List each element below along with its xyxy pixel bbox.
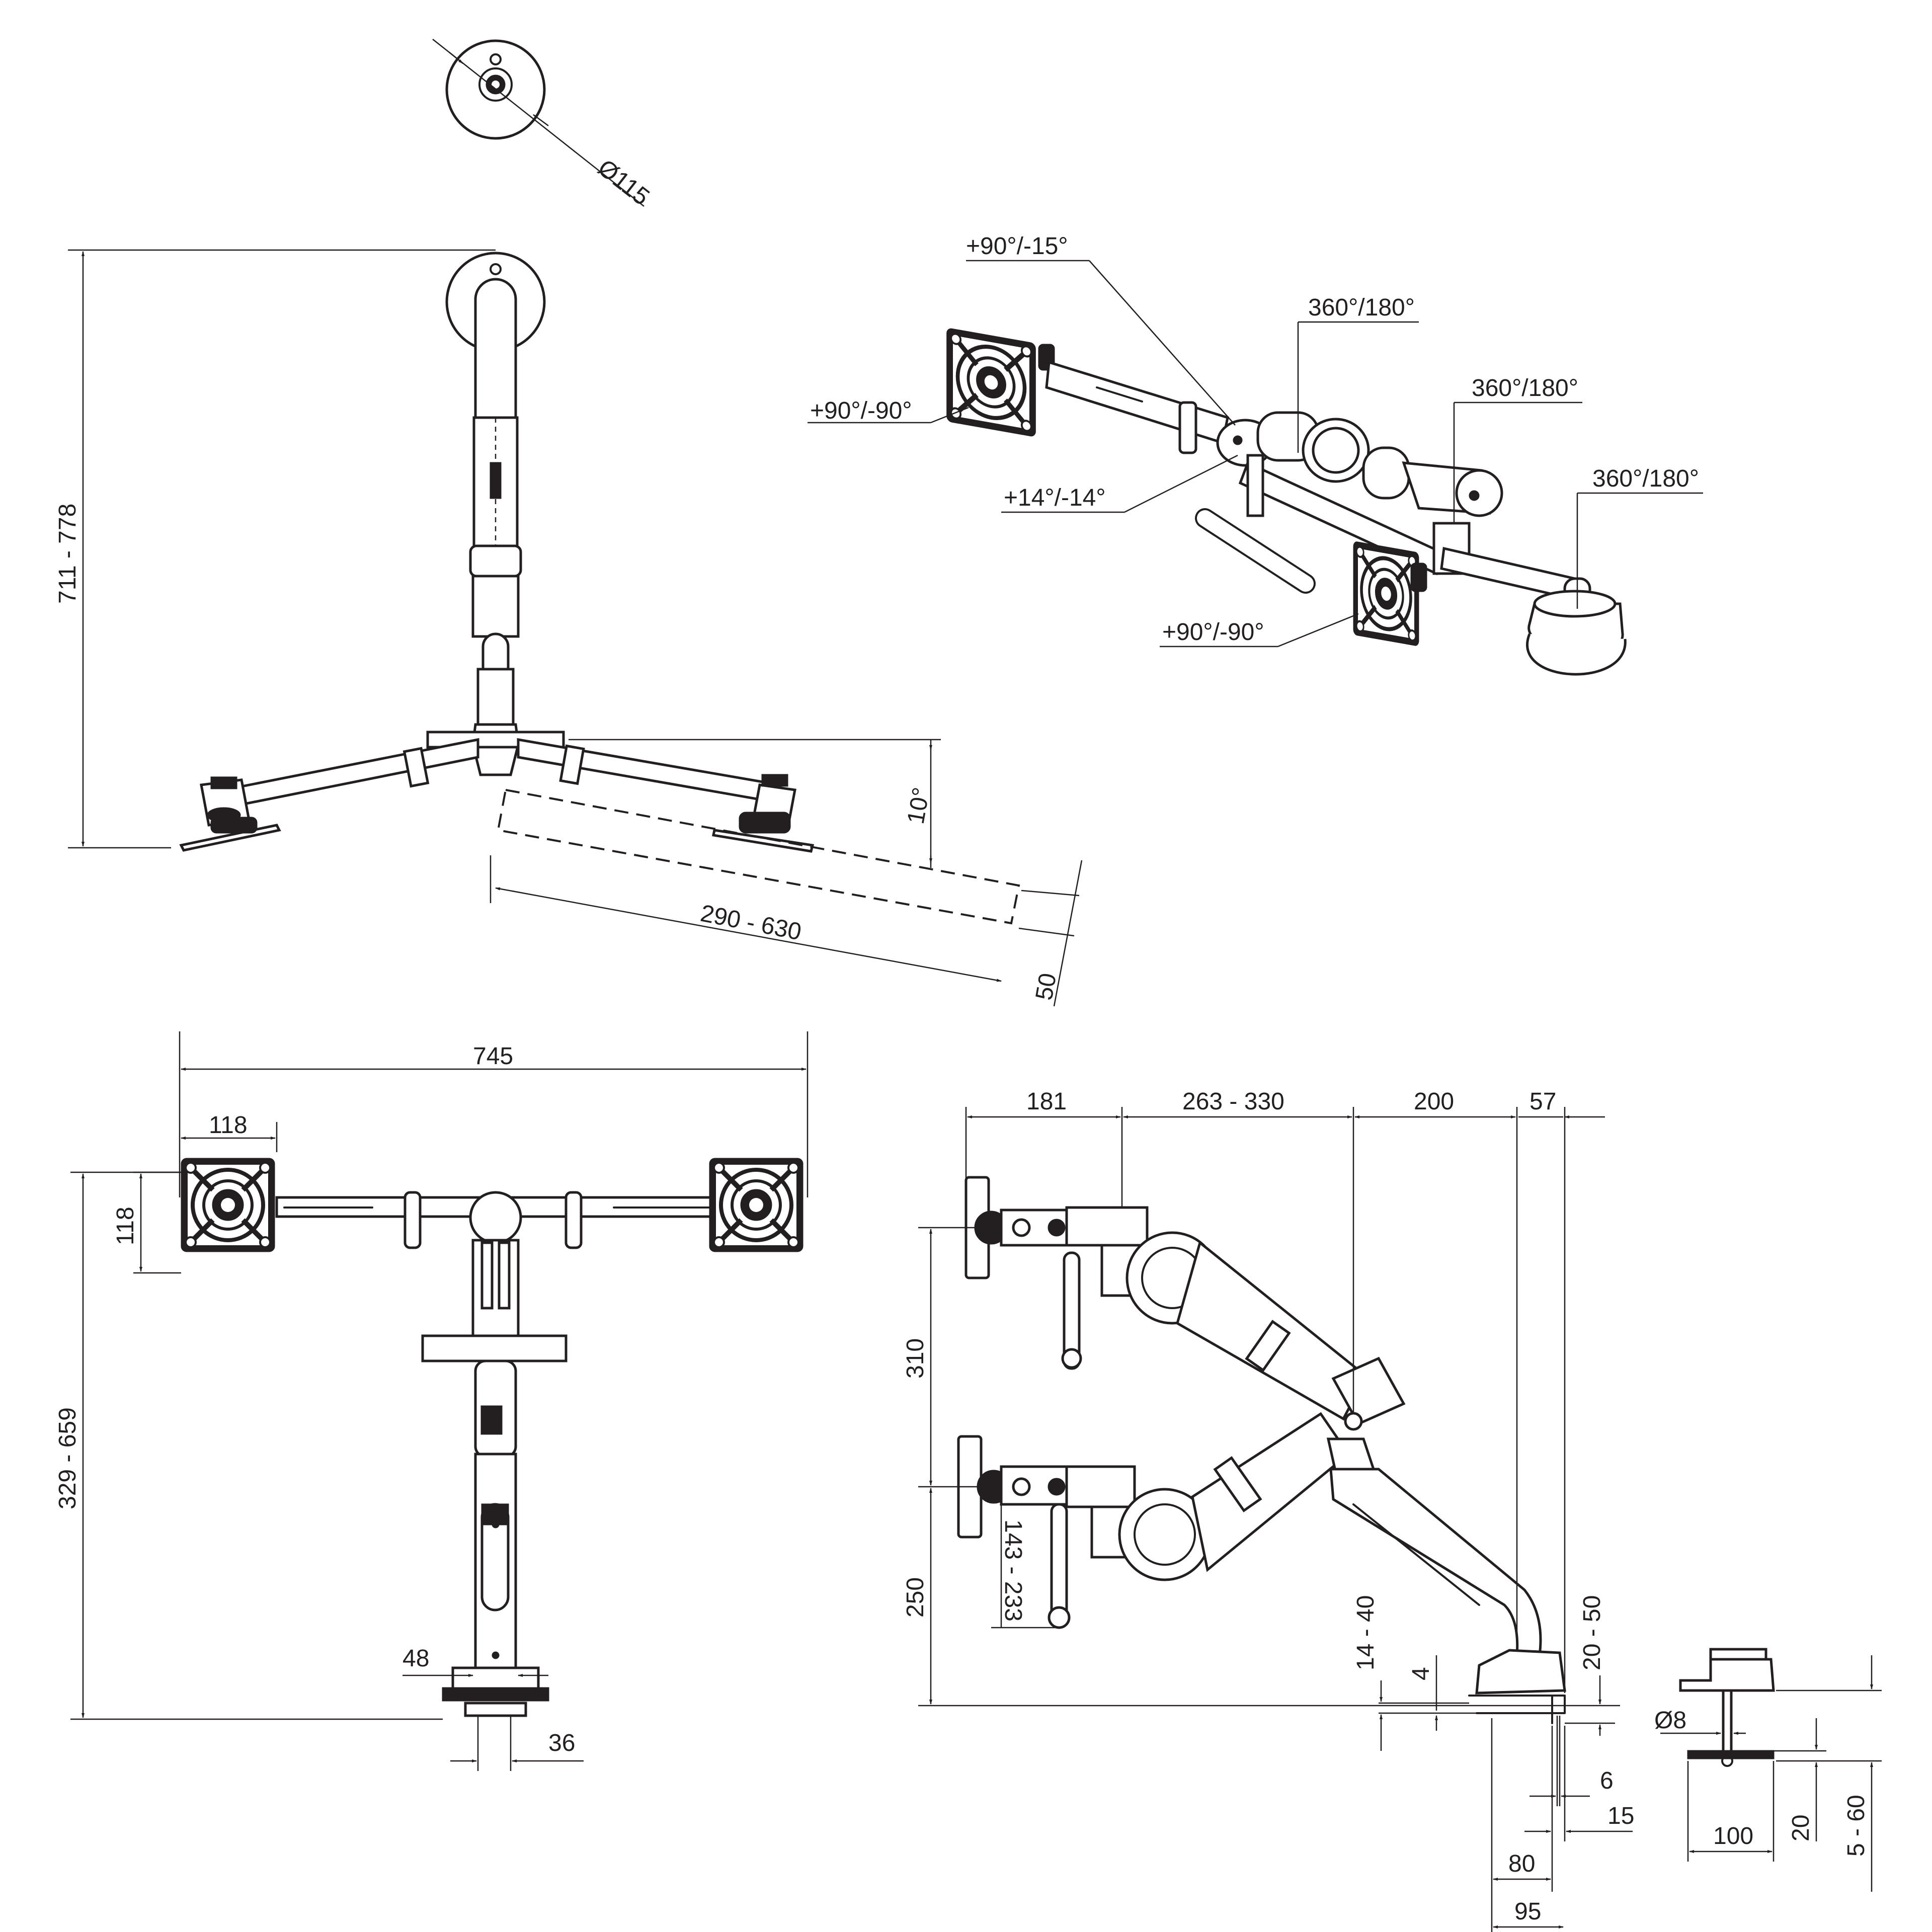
dim-clamp-4: 4 [1408, 1667, 1434, 1680]
side-hub-icon [1331, 1356, 1406, 1426]
dim-height-711-778: 711 - 778 [54, 504, 81, 604]
label-tilt-14-14: +14°/-14° [1004, 485, 1106, 511]
dim-bolt-5-60: 5 - 60 [1843, 1795, 1870, 1857]
dim-side-200: 200 [1414, 1088, 1454, 1115]
dim-pole-48: 48 [403, 1645, 429, 1672]
bolt-icon [1722, 1689, 1733, 1757]
plan-view: 745 118 118 329 - 659 48 36 [54, 1031, 809, 1771]
left-arm-icon [210, 738, 479, 812]
side-lower-arm-icon [1191, 1412, 1350, 1572]
dim-clamp-14-40: 14 - 40 [1352, 1595, 1379, 1670]
dim-height-329-659: 329 - 659 [54, 1407, 81, 1509]
dim-diameter-115: Ø115 [593, 154, 654, 211]
dim-width-745: 745 [473, 1043, 513, 1070]
right-vesa-plate-icon [710, 1159, 802, 1251]
iso-lower-vesa-icon [1354, 542, 1419, 646]
dim-clamp-20-50: 20 - 50 [1579, 1595, 1605, 1670]
dim-side-310: 310 [902, 1338, 929, 1379]
dim-clamp-15: 15 [1607, 1803, 1634, 1829]
dim-side-57: 57 [1530, 1088, 1556, 1115]
plan-hub-icon [469, 1191, 522, 1244]
dim-side-263-330: 263 - 330 [1182, 1088, 1284, 1115]
dim-side-250: 250 [902, 1577, 929, 1618]
label-rot-360-180-c: 360°/180° [1592, 465, 1699, 492]
iso-upper-vesa-icon [947, 329, 1035, 437]
dim-vesa-118-h: 118 [112, 1206, 139, 1245]
iso-upper-arm-icon [1045, 360, 1229, 445]
isometric-view: +90°/-15° 360°/180° 360°/180° 360°/180° … [808, 233, 1703, 676]
dim-vesa-118-w: 118 [209, 1112, 248, 1139]
bolt-clamp-icon [1679, 1658, 1775, 1692]
dim-side-143-233: 143 - 233 [1000, 1519, 1026, 1622]
label-swivel-90-90-a: +90°/-90° [810, 397, 912, 424]
side-clamp-icon [1475, 1649, 1566, 1695]
label-rot-360-180-a: 360°/180° [1308, 294, 1415, 321]
dim-side-181: 181 [1026, 1088, 1067, 1115]
front-elevation-view: 711 - 778 10° 290 - 630 50 [54, 249, 1083, 1007]
dim-reach-290-630: 290 - 630 [698, 900, 803, 946]
dim-clamp-95: 95 [1514, 1898, 1541, 1925]
label-swivel-90-90-b: +90°/-90° [1162, 619, 1264, 646]
side-view: 181 263 - 330 200 57 310 250 143 - 233 1… [902, 1088, 1634, 1932]
label-tilt-90-15: +90°/-15° [966, 233, 1068, 260]
dim-bolt-d8: Ø8 [1654, 1707, 1686, 1734]
dim-angle-10: 10° [903, 785, 935, 826]
left-vesa-plate-icon [182, 1159, 274, 1251]
dim-bolt-20: 20 [1788, 1815, 1814, 1841]
dim-base-36: 36 [548, 1730, 575, 1756]
dim-clamp-6: 6 [1600, 1767, 1614, 1794]
extended-arm-outline [497, 788, 1020, 925]
label-rot-360-180-b: 360°/180° [1472, 375, 1578, 401]
bolt-detail-view: Ø8 100 20 5 - 60 [1654, 1648, 1882, 1892]
right-arm-icon [517, 738, 781, 804]
top-base-view: Ø115 [432, 39, 655, 211]
dim-offset-50: 50 [1031, 971, 1062, 1002]
dim-bolt-100: 100 [1713, 1823, 1753, 1849]
dim-clamp-80: 80 [1508, 1850, 1535, 1877]
